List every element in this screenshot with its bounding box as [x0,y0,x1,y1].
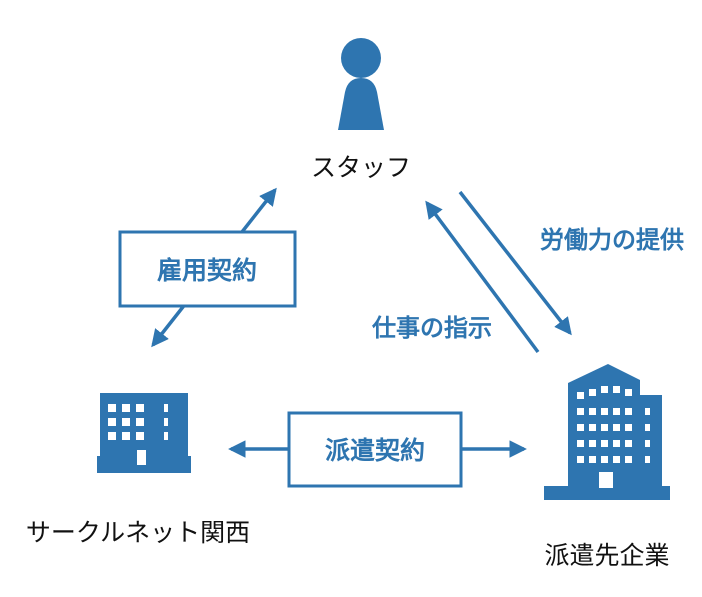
labor-provision-label: 労働力の提供 [540,226,684,254]
dispatch-contract-box [287,411,463,488]
agency-label: サークルネット関西 [26,518,250,547]
employment-contract-box [118,230,297,308]
building-icon [97,393,191,473]
staff-label: スタッフ [311,153,411,182]
client-label: 派遣先企業 [544,541,669,570]
office-tower-icon [544,364,670,500]
work-instruction-arrow [425,200,540,354]
person-icon [338,38,384,130]
employment-contract-label: 雇用契約 [157,256,257,285]
work-instruction-label: 仕事の指示 [371,314,492,342]
labor-provision-arrow [458,190,572,336]
dispatch-contract-label: 派遣契約 [325,436,425,465]
